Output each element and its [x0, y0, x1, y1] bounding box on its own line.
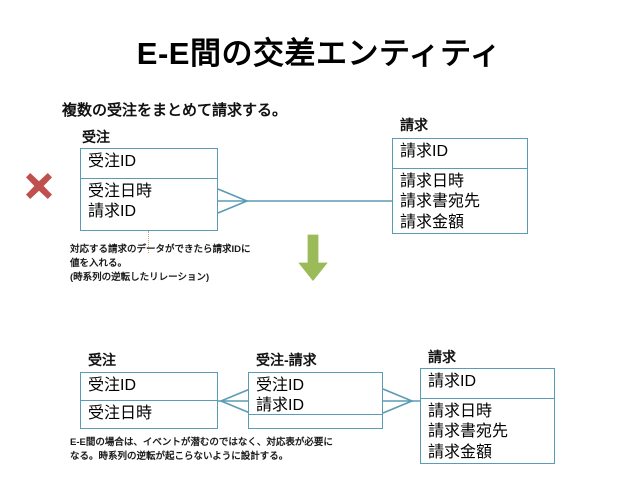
entity-box-top-order[interactable]: 受注ID 受注日時 請求ID	[80, 148, 218, 231]
bottom-note: E-E間の場合は、イベントが潜むのではなく、対応表が必要に なる。時系列の逆転が…	[70, 436, 333, 464]
bottom-note-line: E-E間の場合は、イベントが潜むのではなく、対応表が必要に	[70, 437, 333, 448]
entity-pk-row: 請求ID	[256, 397, 305, 415]
top-note-line: 値を入れる。	[70, 257, 128, 269]
entity-attr-section: 請求日時 請求書宛先 請求金額	[393, 169, 527, 238]
entity-box-bottom-junction[interactable]: 受注ID 請求ID	[248, 372, 383, 429]
entity-pk-row: 請求ID	[400, 143, 449, 160]
entity-attr-section: 受注日時	[81, 401, 217, 429]
entity-caption-bottom-right: 請求	[428, 349, 456, 365]
entity-pk-row: 請求ID	[428, 373, 477, 390]
entity-caption-bottom-left: 受注	[88, 352, 116, 368]
entity-attr-row: 請求金額	[428, 443, 493, 461]
entity-pk-section: 受注ID	[81, 149, 217, 179]
entity-attr-row: 請求書宛先	[428, 423, 509, 441]
entity-box-bottom-order[interactable]: 受注ID 受注日時	[80, 372, 218, 429]
entity-attr-row: 請求ID	[88, 203, 137, 221]
entity-caption-top-left: 受注	[82, 129, 110, 145]
entity-attr-row: 請求書宛先	[400, 193, 481, 211]
entity-attr-row: 受注日時	[88, 183, 153, 200]
page-title: E-E間の交差エンティティ	[136, 36, 502, 71]
top-lead-text: 複数の受注をまとめて請求する。	[62, 102, 288, 119]
entity-attr-row: 受注日時	[88, 405, 153, 422]
entity-attr-section: 請求日時 請求書宛先 請求金額	[421, 399, 554, 468]
entity-pk-row: 受注ID	[88, 153, 137, 170]
entity-caption-bottom-middle: 受注-請求	[256, 352, 317, 368]
entity-attr-row: 請求日時	[400, 173, 465, 190]
entity-pk-section: 請求ID	[421, 369, 554, 399]
top-note-line: (時系列の逆転したリレーション)	[70, 271, 210, 283]
entity-pk-row: 受注ID	[88, 377, 137, 394]
entity-attr-section: 受注日時 請求ID	[81, 179, 217, 228]
entity-box-bottom-invoice[interactable]: 請求ID 請求日時 請求書宛先 請求金額	[420, 368, 555, 464]
relation-crowfoot-bottom-right	[382, 386, 424, 421]
relation-crowfoot-bottom-left	[216, 386, 252, 421]
note-leader-line	[148, 231, 149, 253]
entity-pk-section: 請求ID	[393, 139, 527, 169]
x-mark-icon	[26, 173, 52, 199]
entity-attr-row: 請求日時	[428, 403, 493, 420]
entity-attr-row: 請求金額	[400, 213, 465, 231]
relation-crowfoot-top	[217, 186, 397, 221]
entity-box-top-invoice[interactable]: 請求ID 請求日時 請求書宛先 請求金額	[392, 138, 528, 234]
entity-pk-section: 受注ID	[81, 373, 217, 401]
down-arrow-icon	[295, 233, 331, 284]
entity-pk-section: 受注ID 請求ID	[249, 373, 382, 415]
top-note: 対応する請求のデータができたら請求IDに 値を入れる。 (時系列の逆転したリレー…	[70, 243, 251, 284]
bottom-note-line: なる。時系列の逆転が起こらないように設計する。	[70, 450, 289, 462]
entity-caption-top-right: 請求	[400, 117, 428, 133]
top-note-line: 対応する請求のデータができたら請求IDに	[70, 244, 251, 255]
entity-pk-row: 受注ID	[256, 377, 305, 394]
